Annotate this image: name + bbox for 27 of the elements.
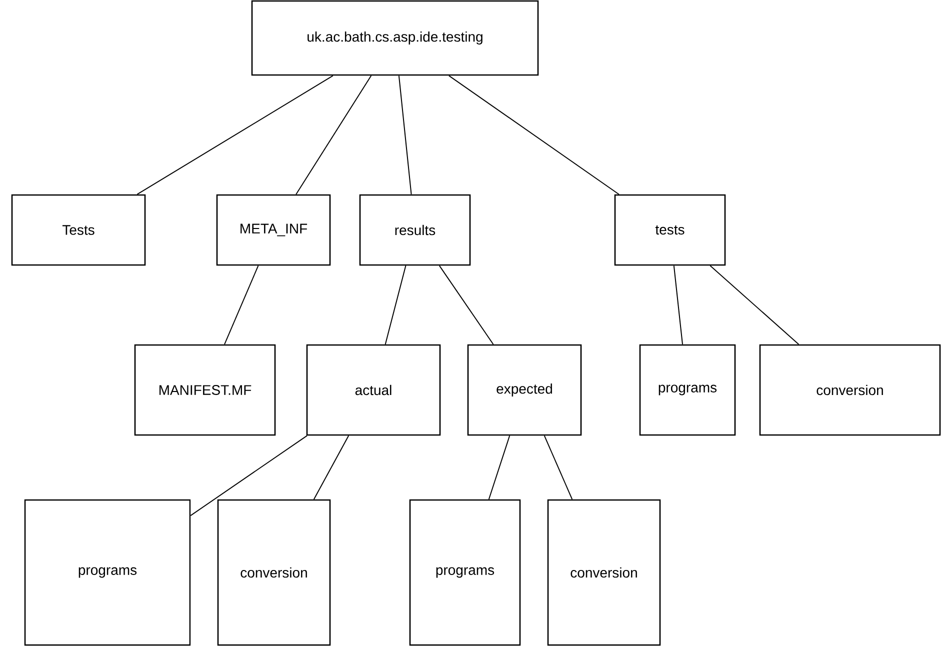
connector-line bbox=[488, 435, 510, 500]
folder-box: programs bbox=[409, 499, 521, 646]
folder-box: programs bbox=[24, 499, 191, 646]
connector-line bbox=[710, 265, 800, 345]
connector-line bbox=[313, 435, 350, 500]
connector-line bbox=[136, 75, 334, 195]
folder-box: conversion bbox=[217, 499, 331, 646]
folder-box: conversion bbox=[547, 499, 661, 646]
folder-box: results bbox=[359, 194, 471, 266]
folder-box: META_INF bbox=[216, 194, 331, 266]
connector-line bbox=[448, 75, 620, 195]
folder-box: actual bbox=[306, 344, 441, 436]
folder-box: programs bbox=[639, 344, 736, 436]
folder-box: conversion bbox=[759, 344, 941, 436]
connector-line bbox=[544, 435, 573, 500]
connector-line bbox=[190, 435, 308, 516]
connector-line bbox=[296, 75, 372, 195]
folder-box: tests bbox=[614, 194, 726, 266]
folder-box: MANIFEST.MF bbox=[134, 344, 276, 436]
folder-box: uk.ac.bath.cs.asp.ide.testing bbox=[251, 0, 539, 76]
connector-line bbox=[398, 75, 412, 195]
folder-box: expected bbox=[467, 344, 582, 436]
folder-box: Tests bbox=[11, 194, 146, 266]
connector-line bbox=[673, 265, 684, 345]
connector-line bbox=[224, 265, 259, 345]
connector-line bbox=[438, 265, 494, 345]
connector-line bbox=[384, 265, 406, 345]
